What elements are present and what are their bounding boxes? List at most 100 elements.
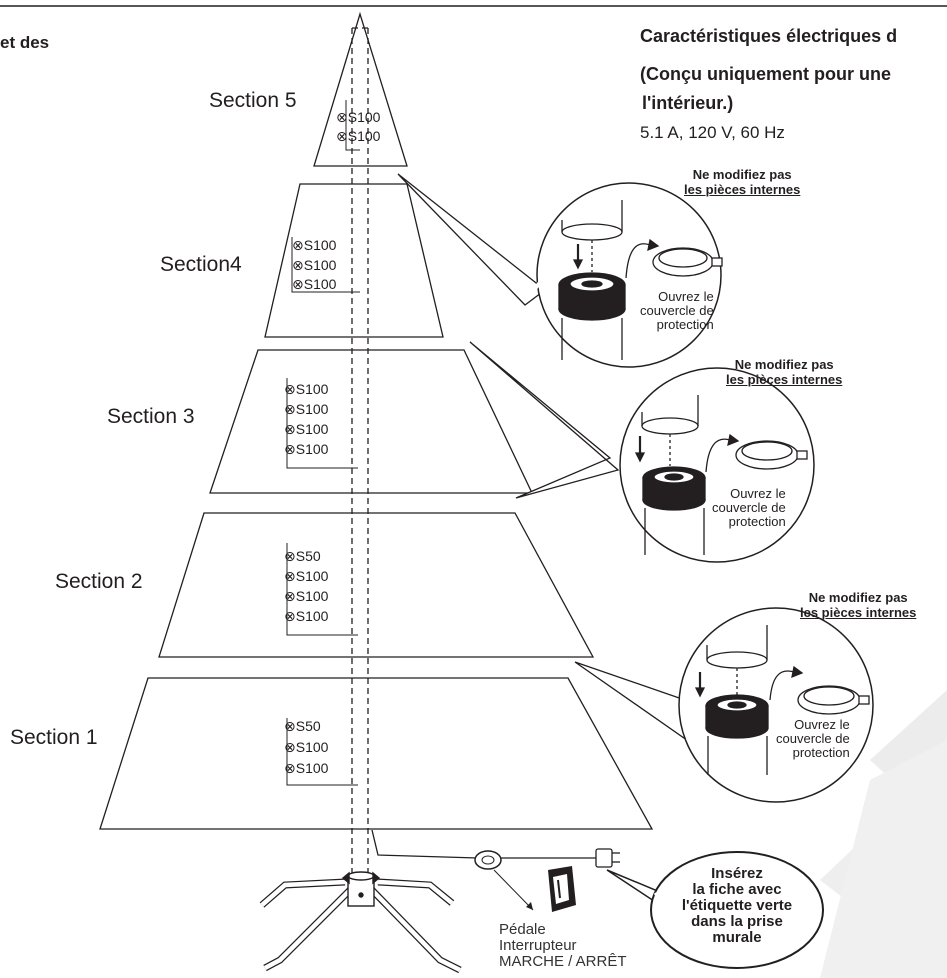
plug-instruction: Insérez la fiche avec l'étiquette verte …	[662, 866, 812, 946]
section-1-shape	[99, 677, 654, 830]
bulb-icon: ⊗	[292, 237, 304, 253]
warning-note-2: Ne modifiez pas les pièces internes	[726, 357, 842, 387]
connector-callout-2	[469, 341, 815, 563]
warning-line-2: les pièces internes	[684, 182, 801, 197]
bulb-rating: S100	[347, 109, 381, 125]
open-line-3: protection	[656, 317, 714, 332]
open-cover-note-1: Ouvrez le couvercle de protection	[640, 290, 714, 332]
bulb-icon: ⊗	[292, 276, 304, 292]
warning-line-1: Ne modifiez pas	[692, 167, 792, 182]
bulb-item: ⊗S100	[336, 128, 380, 145]
bulb-rating: S100	[347, 128, 381, 144]
bulb-icon: ⊗	[284, 441, 296, 457]
wiring-lines	[286, 100, 360, 786]
bulb-rating: S50	[295, 718, 321, 734]
open-cover-note-2: Ouvrez le couvercle de protection	[712, 487, 786, 529]
connector-callout-3	[574, 607, 874, 803]
bulb-item: ⊗S50	[284, 718, 321, 735]
plug-line-5: murale	[712, 929, 762, 946]
specs-title-line2: (Conçu uniquement pour une	[640, 64, 891, 84]
section-3-label: Section 3	[107, 405, 195, 428]
header-fragment: et des	[0, 33, 50, 52]
bulb-item: ⊗S100	[284, 568, 328, 585]
bulb-rating: S100	[303, 276, 337, 292]
bulb-icon: ⊗	[284, 421, 296, 437]
pedal-leader	[493, 869, 534, 911]
specs-title-line3: l'intérieur.)	[642, 93, 734, 113]
section-3-shape	[209, 349, 534, 494]
bulb-rating: S100	[295, 441, 329, 457]
open-line-1: Ouvrez le	[730, 486, 786, 501]
open-line-3: protection	[792, 745, 850, 760]
bulb-icon: ⊗	[336, 109, 348, 125]
plug-line-3: l'étiquette verte	[681, 897, 793, 914]
section-1-label: Section 1	[10, 726, 98, 749]
pedal-ring	[474, 850, 502, 870]
bulb-rating: S100	[295, 381, 329, 397]
trunk-dashed	[351, 27, 369, 880]
bulb-icon: ⊗	[284, 588, 296, 604]
bulb-icon: ⊗	[284, 401, 296, 417]
pedal-ring-inner	[481, 855, 495, 865]
bulb-item: ⊗S100	[284, 608, 328, 625]
warning-line-1: Ne modifiez pas	[808, 590, 908, 605]
bulb-icon: ⊗	[284, 608, 296, 624]
bulb-item: ⊗S100	[284, 588, 328, 605]
bulb-rating: S100	[295, 421, 329, 437]
open-line-1: Ouvrez le	[658, 289, 714, 304]
plug-line-2: la fiche avec	[692, 881, 782, 898]
bulb-rating: S100	[295, 588, 329, 604]
open-line-2: couvercle de	[712, 500, 786, 515]
warning-line-2: les pièces internes	[726, 372, 843, 387]
warning-note-3: Ne modifiez pas les pièces internes	[800, 590, 916, 620]
watermark-shape	[820, 690, 947, 978]
open-line-2: couvercle de	[640, 303, 714, 318]
bulb-item: ⊗S100	[284, 739, 328, 756]
bulb-item: ⊗S100	[336, 109, 380, 126]
bulb-icon: ⊗	[284, 760, 296, 776]
bulb-icon: ⊗	[284, 739, 296, 755]
bulb-item: ⊗S100	[284, 441, 328, 458]
open-line-3: protection	[728, 514, 786, 529]
bulb-rating: S100	[295, 568, 329, 584]
bulb-icon: ⊗	[284, 568, 296, 584]
bulb-rating: S100	[295, 608, 329, 624]
warning-note-1: Ne modifiez pas les pièces internes	[684, 167, 800, 197]
bulb-item: ⊗S50	[284, 548, 321, 565]
bulb-item: ⊗S100	[284, 421, 328, 438]
bulb-icon: ⊗	[336, 128, 348, 144]
bulb-icon: ⊗	[284, 381, 296, 397]
bulb-item: ⊗S100	[284, 760, 328, 777]
pedal-line-1: Pédale	[499, 921, 546, 938]
specs-title-line1: Caractéristiques électriques d	[640, 26, 898, 46]
plug-line-1: Insérez	[711, 865, 763, 882]
bulb-item: ⊗S100	[292, 237, 336, 254]
section-5-label: Section 5	[209, 89, 297, 112]
open-line-1: Ouvrez le	[794, 717, 850, 732]
warning-line-1: Ne modifiez pas	[734, 357, 834, 372]
bulb-rating: S50	[295, 548, 321, 564]
plug-tag	[548, 866, 576, 912]
tree-stand	[259, 871, 462, 974]
bulb-icon: ⊗	[292, 257, 304, 273]
bulb-item: ⊗S100	[292, 276, 336, 293]
section-5-shape	[313, 11, 408, 167]
pedal-switch-label: Pédale Interrupteur MARCHE / ARRÊT	[499, 922, 627, 970]
connector-callout-1	[397, 173, 723, 368]
open-cover-note-3: Ouvrez le couvercle de protection	[776, 718, 850, 760]
section-4-label: Section4	[160, 253, 242, 276]
bulb-item: ⊗S100	[284, 381, 328, 398]
specs-rating: 5.1 A, 120 V, 60 Hz	[640, 123, 785, 142]
plug-icon	[595, 848, 620, 868]
bulb-rating: S100	[295, 739, 329, 755]
pedal-line-3: MARCHE / ARRÊT	[499, 953, 627, 970]
plug-callout-bubble	[650, 851, 824, 969]
pedal-line-2: Interrupteur	[499, 937, 577, 954]
bulb-item: ⊗S100	[284, 401, 328, 418]
bulb-item: ⊗S100	[292, 257, 336, 274]
bulb-icon: ⊗	[284, 718, 296, 734]
pedal-arrow	[526, 902, 533, 910]
bulb-rating: S100	[303, 237, 337, 253]
open-line-2: couvercle de	[776, 731, 850, 746]
